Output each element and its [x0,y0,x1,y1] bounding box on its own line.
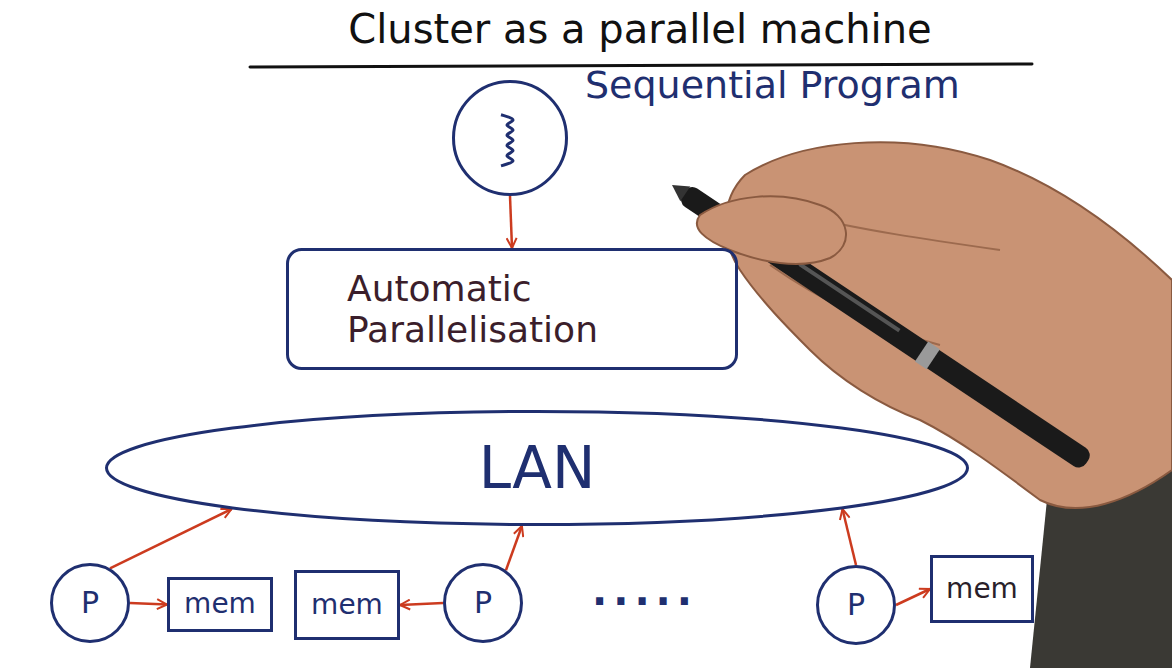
node-label: P [847,588,865,623]
outline-ellipse [445,565,522,642]
thread-squiggle [501,115,513,166]
program-circle: Sequential Program [452,80,568,196]
node-label: mem [946,573,1018,605]
ellipsis-label: ..... [592,568,698,614]
node-label: mem [184,588,256,620]
connector-arrow [506,526,522,570]
outline-rect [169,579,272,631]
node-label: LAN [479,435,596,502]
drawing-hand [665,142,1172,668]
node-outline [452,80,568,196]
process-box: Automatic Parallelisation [286,248,738,370]
connector-arrow [510,196,512,248]
connector-arrow [400,603,443,605]
connector-arrow [110,509,232,568]
processor-circle: P [50,563,130,643]
diagram-title: Cluster as a parallel machine [348,6,931,52]
node-label: Automatic Parallelisation [347,268,677,351]
outline-rect [288,250,737,369]
outline-rect [296,572,399,639]
pen [665,175,1093,472]
outline-ellipse [107,412,968,525]
memory-box: mem [930,555,1034,623]
outline-ellipse [52,565,129,642]
network-ellipse: LAN [105,410,969,526]
outline-ellipse [818,567,895,644]
connector-arrow [842,509,856,565]
outline-rect [932,557,1033,622]
node-label: mem [311,589,383,621]
heading-label: Sequential Program [585,64,960,108]
processor-circle: P [443,563,523,643]
memory-box: mem [167,577,273,632]
processor-circle: P [816,565,896,645]
connector-arrow [130,603,167,605]
thumb [697,196,846,264]
node-label: P [474,586,492,621]
connector-arrow [896,589,930,605]
outline-ellipse [454,82,567,195]
memory-box: mem [294,570,400,640]
node-label: P [81,586,99,621]
